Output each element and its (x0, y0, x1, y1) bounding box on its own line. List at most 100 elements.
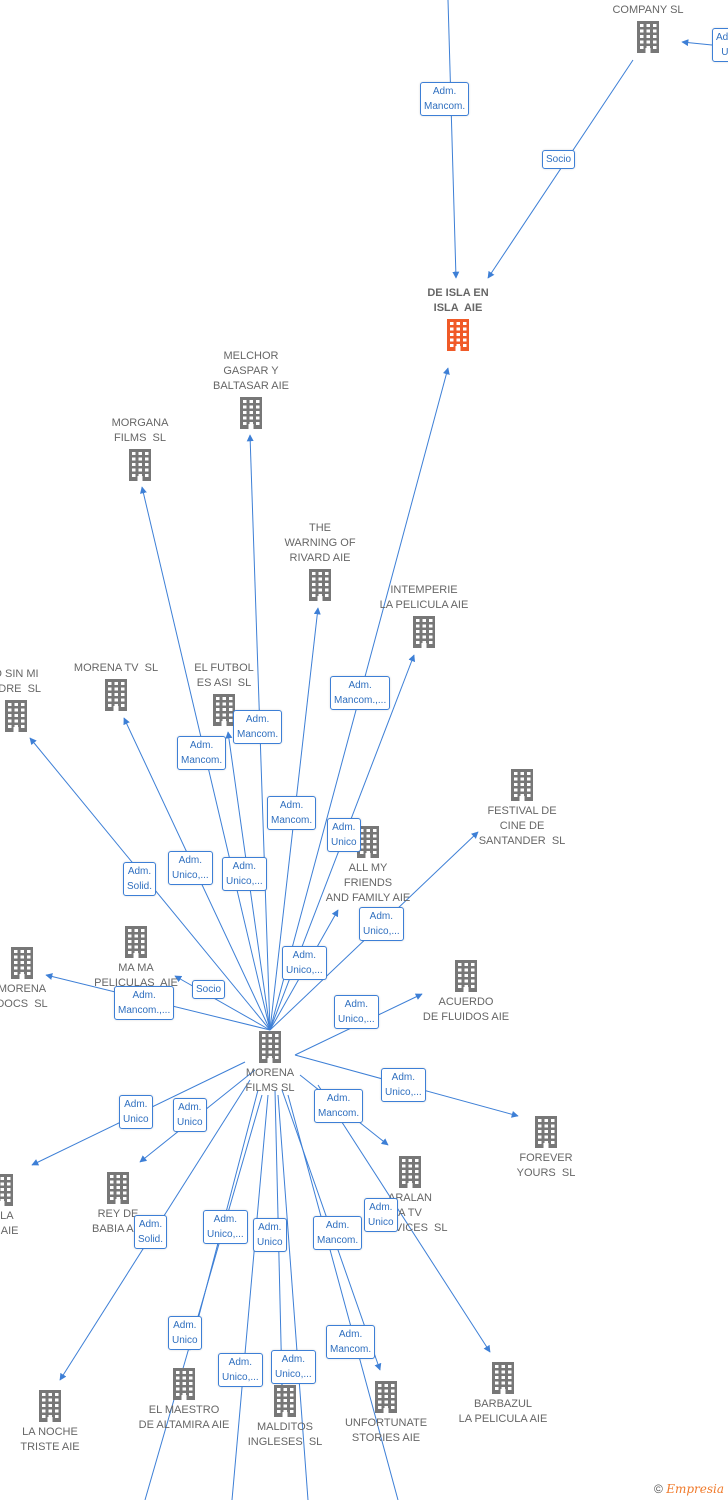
relation-label[interactable]: Adm. Unico (364, 1198, 398, 1232)
edge-14 (174, 975, 271, 1031)
node-sinmi[interactable]: O SIN MI ADRE SL (0, 667, 81, 733)
node-label: UNFORTUNATE STORIES AIE (344, 1417, 428, 1444)
building-icon (107, 1172, 129, 1204)
building-icon (357, 826, 379, 858)
node-noche[interactable]: LA NOCHE TRISTE AIE (0, 1389, 115, 1455)
relation-label[interactable]: Adm. Unico (168, 1316, 202, 1350)
node-label: O SIN MI ADRE SL (0, 668, 42, 695)
building-icon (39, 1390, 61, 1422)
node-isla[interactable]: DE ISLA EN ISLA AIE (393, 286, 523, 352)
relation-label[interactable]: Adm. Unico (327, 818, 361, 852)
building-icon (213, 694, 235, 726)
node-label: COMPANY SL (612, 4, 684, 16)
footer-credit[interactable]: © Empresia (654, 1482, 724, 1496)
node-label: MALDITOS INGLESES SL (247, 1421, 323, 1448)
node-company[interactable]: COMPANY SL (583, 3, 713, 54)
node-acuerdo[interactable]: ACUERDO DE FLUIDOS AIE (401, 959, 531, 1025)
node-barbazul[interactable]: BARBAZUL LA PELICULA AIE (438, 1361, 568, 1427)
edge-28 (287, 1094, 399, 1500)
node-morenafilms[interactable]: MORENA FILMS SL (205, 1030, 335, 1096)
relation-label[interactable]: Adm. Mancom.,... (330, 676, 391, 710)
relation-label[interactable]: Adm. Unico (119, 1095, 153, 1129)
building-icon (173, 1368, 195, 1400)
node-mama[interactable]: MA MA PELICULAS AIE (71, 925, 201, 991)
edge-20 (317, 1084, 491, 1353)
building-icon (129, 449, 151, 481)
node-label: DE ISLA EN ISLA AIE (427, 287, 489, 314)
edge-2 (681, 39, 713, 47)
relation-label[interactable]: Adm. Mancom. (314, 1089, 364, 1123)
building-icon (447, 319, 469, 351)
relation-label[interactable]: Adm. Unico,... (282, 946, 327, 980)
relation-label[interactable]: Socio (542, 150, 576, 169)
node-label: MORENA FILMS SL (245, 1067, 295, 1094)
node-intemperie[interactable]: INTEMPERIE LA PELICULA AIE (359, 583, 489, 649)
relation-label[interactable]: Adm. Unico (253, 1218, 287, 1252)
relation-label[interactable]: Adm. Unico,... (168, 851, 213, 885)
node-forever[interactable]: FOREVER YOURS SL (481, 1115, 611, 1181)
node-morenatv[interactable]: MORENA TV SL (51, 661, 181, 712)
building-icon (535, 1116, 557, 1148)
building-icon (455, 960, 477, 992)
node-label: MORENA TV SL (73, 662, 159, 674)
building-icon (274, 1385, 296, 1417)
node-futbol[interactable]: EL FUTBOL ES ASI SL (159, 661, 289, 727)
building-icon (240, 397, 262, 429)
building-icon (259, 1031, 281, 1063)
relation-label[interactable]: Adm. Unico,... (222, 857, 267, 891)
node-zla[interactable]: Z LA LA AIE (0, 1173, 67, 1239)
relation-label[interactable]: Adm. Unico,... (203, 1210, 248, 1244)
relation-label[interactable]: Adm. Mancom. (177, 736, 227, 770)
relation-label[interactable]: Adm. Mancom. (326, 1325, 376, 1359)
relation-label[interactable]: Adm. Solid. (123, 862, 157, 896)
edge-27 (277, 1094, 309, 1500)
node-label: INTEMPERIE LA PELICULA AIE (379, 584, 469, 611)
node-label: ALL MY FRIENDS AND FAMILY AIE (325, 862, 411, 904)
building-icon (11, 947, 33, 979)
node-maestro[interactable]: EL MAESTRO DE ALTAMIRA AIE (119, 1367, 249, 1433)
relation-label[interactable]: Adm. Unico (173, 1098, 207, 1132)
node-malditos[interactable]: MALDITOS INGLESES SL (220, 1384, 350, 1450)
node-morenadocs[interactable]: MORENA DOCS SL (0, 946, 87, 1012)
building-icon (413, 616, 435, 648)
edge-25 (144, 1094, 263, 1500)
node-unfortunate[interactable]: UNFORTUNATE STORIES AIE (321, 1380, 451, 1446)
building-icon (5, 700, 27, 732)
building-icon (125, 926, 147, 958)
node-label: FOREVER YOURS SL (516, 1152, 576, 1179)
node-warning[interactable]: THE WARNING OF RIVARD AIE (255, 521, 385, 602)
relation-label[interactable]: Adm. Un (712, 28, 728, 62)
relation-label[interactable]: Adm. Mancom. (233, 710, 283, 744)
relation-label[interactable]: Adm. Unico,... (381, 1068, 426, 1102)
relation-label[interactable]: Adm. Unico,... (334, 995, 379, 1029)
brand-logo-text: Empresia (666, 1482, 724, 1496)
node-label: LA NOCHE TRISTE AIE (20, 1426, 80, 1453)
edge-26 (231, 1094, 269, 1500)
relation-label[interactable]: Adm. Unico,... (218, 1353, 263, 1387)
node-festival[interactable]: FESTIVAL DE CINE DE SANTANDER SL (457, 768, 587, 849)
relation-label[interactable]: Adm. Mancom. (420, 82, 470, 116)
node-melchor[interactable]: MELCHOR GASPAR Y BALTASAR AIE (186, 349, 316, 430)
node-label: MELCHOR GASPAR Y BALTASAR AIE (212, 350, 289, 392)
building-icon (309, 569, 331, 601)
building-icon (0, 1174, 13, 1206)
relation-label[interactable]: Socio (192, 980, 226, 999)
node-label: MORENA DOCS SL (0, 983, 48, 1010)
node-morgana[interactable]: MORGANA FILMS SL (75, 416, 205, 482)
relation-label[interactable]: Adm. Mancom.,... (114, 986, 175, 1020)
node-label: BARBAZUL LA PELICULA AIE (458, 1398, 548, 1425)
relation-label[interactable]: Adm. Mancom. (267, 796, 317, 830)
edge-1 (487, 59, 634, 279)
relation-label[interactable]: Adm. Unico,... (359, 907, 404, 941)
node-allmy[interactable]: ALL MY FRIENDS AND FAMILY AIE (303, 825, 433, 906)
relation-label[interactable]: Adm. Mancom. (313, 1216, 363, 1250)
relation-label[interactable]: Adm. Unico,... (271, 1350, 316, 1384)
node-label: ACUERDO DE FLUIDOS AIE (422, 996, 510, 1023)
node-label: MORGANA FILMS SL (111, 417, 169, 444)
building-icon (399, 1156, 421, 1188)
node-label: THE WARNING OF RIVARD AIE (284, 522, 356, 564)
node-label: EL MAESTRO DE ALTAMIRA AIE (138, 1404, 230, 1431)
edge-0 (447, 0, 460, 279)
relation-label[interactable]: Adm. Solid. (134, 1215, 168, 1249)
